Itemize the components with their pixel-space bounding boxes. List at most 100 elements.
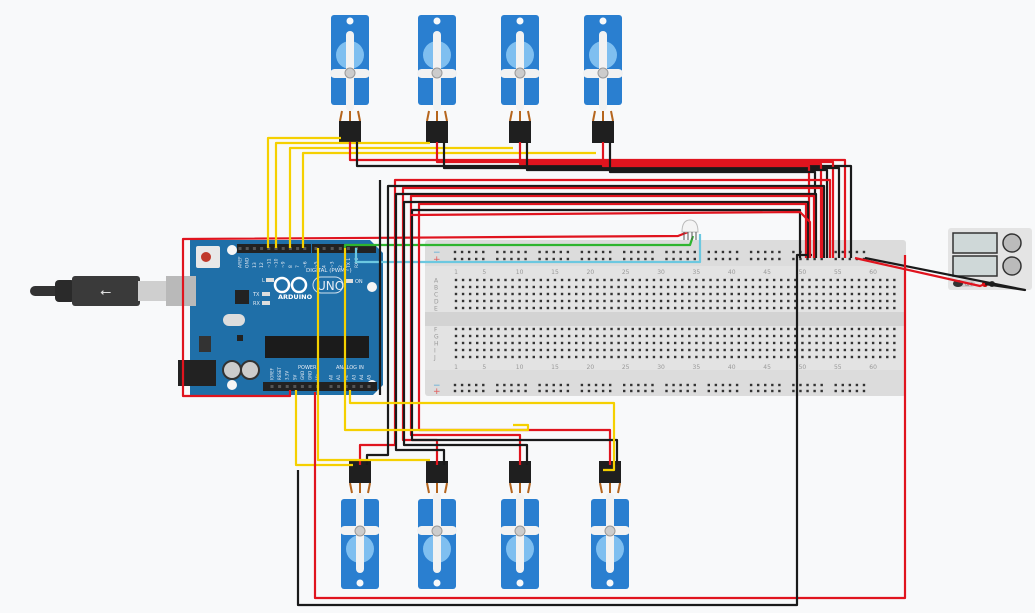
breadboard-hole[interactable] xyxy=(518,278,521,282)
breadboard-hole[interactable] xyxy=(751,299,755,303)
breadboard-hole[interactable] xyxy=(681,299,684,303)
breadboard-hole[interactable] xyxy=(702,341,705,345)
breadboard-hole[interactable] xyxy=(836,327,839,331)
breadboard-hole[interactable] xyxy=(475,250,478,254)
breadboard-hole[interactable] xyxy=(504,285,507,289)
breadboard-hole[interactable] xyxy=(871,327,875,331)
breadboard-hole[interactable] xyxy=(532,355,535,359)
breadboard-hole[interactable] xyxy=(686,389,689,393)
power-pin[interactable] xyxy=(270,385,274,388)
breadboard-hole[interactable] xyxy=(518,348,521,352)
breadboard-hole[interactable] xyxy=(673,306,677,310)
breadboard-hole[interactable] xyxy=(617,285,620,289)
breadboard-hole[interactable] xyxy=(707,383,710,387)
breadboard-hole[interactable] xyxy=(525,327,528,331)
breadboard-hole[interactable] xyxy=(538,257,541,261)
breadboard-hole[interactable] xyxy=(721,389,725,393)
breadboard-hole[interactable] xyxy=(850,278,854,282)
breadboard-hole[interactable] xyxy=(511,355,514,359)
breadboard-hole[interactable] xyxy=(780,341,783,345)
breadboard-hole[interactable] xyxy=(778,250,781,254)
breadboard-hole[interactable] xyxy=(525,348,528,352)
breadboard-hole[interactable] xyxy=(815,278,818,282)
current-knob[interactable] xyxy=(1002,256,1022,276)
breadboard-hole[interactable] xyxy=(829,341,832,345)
breadboard-hole[interactable] xyxy=(659,327,663,331)
breadboard-hole[interactable] xyxy=(744,306,748,310)
breadboard-hole[interactable] xyxy=(737,306,740,310)
breadboard-hole[interactable] xyxy=(525,278,528,282)
breadboard-hole[interactable] xyxy=(601,250,605,254)
breadboard-hole[interactable] xyxy=(574,278,578,282)
breadboard-hole[interactable] xyxy=(813,389,816,393)
breadboard-hole[interactable] xyxy=(864,278,868,282)
breadboard-hole[interactable] xyxy=(836,348,839,352)
breadboard-hole[interactable] xyxy=(496,383,499,387)
breadboard-hole[interactable] xyxy=(454,348,458,352)
breadboard-hole[interactable] xyxy=(794,292,797,296)
breadboard-hole[interactable] xyxy=(871,285,875,289)
breadboard-hole[interactable] xyxy=(596,285,599,289)
breadboard-hole[interactable] xyxy=(631,341,634,345)
breadboard-hole[interactable] xyxy=(511,327,514,331)
usb-cable[interactable]: ⭠ xyxy=(30,276,196,306)
breadboard-hole[interactable] xyxy=(483,278,486,282)
breadboard-hole[interactable] xyxy=(864,285,868,289)
breadboard-hole[interactable] xyxy=(665,257,668,261)
breadboard-hole[interactable] xyxy=(886,306,889,310)
breadboard-hole[interactable] xyxy=(637,257,640,261)
breadboard-hole[interactable] xyxy=(707,389,710,393)
breadboard-hole[interactable] xyxy=(871,355,875,359)
breadboard-hole[interactable] xyxy=(862,383,866,387)
breadboard-hole[interactable] xyxy=(871,334,875,338)
breadboard-hole[interactable] xyxy=(631,292,634,296)
breadboard-hole[interactable] xyxy=(497,327,500,331)
breadboard-hole[interactable] xyxy=(483,299,486,303)
breadboard-hole[interactable] xyxy=(751,334,755,338)
breadboard-hole[interactable] xyxy=(693,389,696,393)
breadboard-hole[interactable] xyxy=(716,292,719,296)
breadboard-hole[interactable] xyxy=(794,355,797,359)
breadboard-hole[interactable] xyxy=(665,250,668,254)
breadboard-hole[interactable] xyxy=(603,355,606,359)
breadboard-hole[interactable] xyxy=(567,355,571,359)
breadboard-hole[interactable] xyxy=(737,278,740,282)
supply-power-wire[interactable] xyxy=(854,256,986,288)
breadboard-hole[interactable] xyxy=(617,278,620,282)
breadboard-hole[interactable] xyxy=(651,257,654,261)
breadboard-hole[interactable] xyxy=(764,383,767,387)
breadboard-hole[interactable] xyxy=(730,285,733,289)
breadboard-hole[interactable] xyxy=(631,278,634,282)
breadboard-hole[interactable] xyxy=(552,383,555,387)
breadboard-hole[interactable] xyxy=(545,250,548,254)
power-pin[interactable] xyxy=(293,385,297,388)
breadboard-hole[interactable] xyxy=(511,292,514,296)
breadboard-hole[interactable] xyxy=(617,299,620,303)
breadboard-hole[interactable] xyxy=(806,389,809,393)
breadboard-hole[interactable] xyxy=(707,250,710,254)
breadboard-hole[interactable] xyxy=(688,306,691,310)
breadboard-hole[interactable] xyxy=(659,355,663,359)
breadboard-hole[interactable] xyxy=(822,348,825,352)
breadboard-hole[interactable] xyxy=(672,383,675,387)
breadboard-hole[interactable] xyxy=(582,355,585,359)
breadboard-hole[interactable] xyxy=(460,389,464,393)
breadboard-hole[interactable] xyxy=(850,299,854,303)
breadboard-hole[interactable] xyxy=(721,257,725,261)
breadboard-hole[interactable] xyxy=(623,257,626,261)
breadboard-hole[interactable] xyxy=(765,327,769,331)
breadboard-hole[interactable] xyxy=(799,383,802,387)
breadboard-hole[interactable] xyxy=(787,355,790,359)
breadboard-hole[interactable] xyxy=(681,355,684,359)
breadboard-hole[interactable] xyxy=(553,299,557,303)
breadboard-hole[interactable] xyxy=(580,383,584,387)
breadboard-hole[interactable] xyxy=(730,348,733,352)
breadboard-hole[interactable] xyxy=(497,306,500,310)
breadboard-hole[interactable] xyxy=(857,355,861,359)
breadboard-hole[interactable] xyxy=(482,250,485,254)
breadboard-hole[interactable] xyxy=(461,341,465,345)
breadboard-hole[interactable] xyxy=(553,341,557,345)
breadboard-hole[interactable] xyxy=(850,306,854,310)
breadboard-hole[interactable] xyxy=(545,257,548,261)
breadboard-hole[interactable] xyxy=(532,278,535,282)
